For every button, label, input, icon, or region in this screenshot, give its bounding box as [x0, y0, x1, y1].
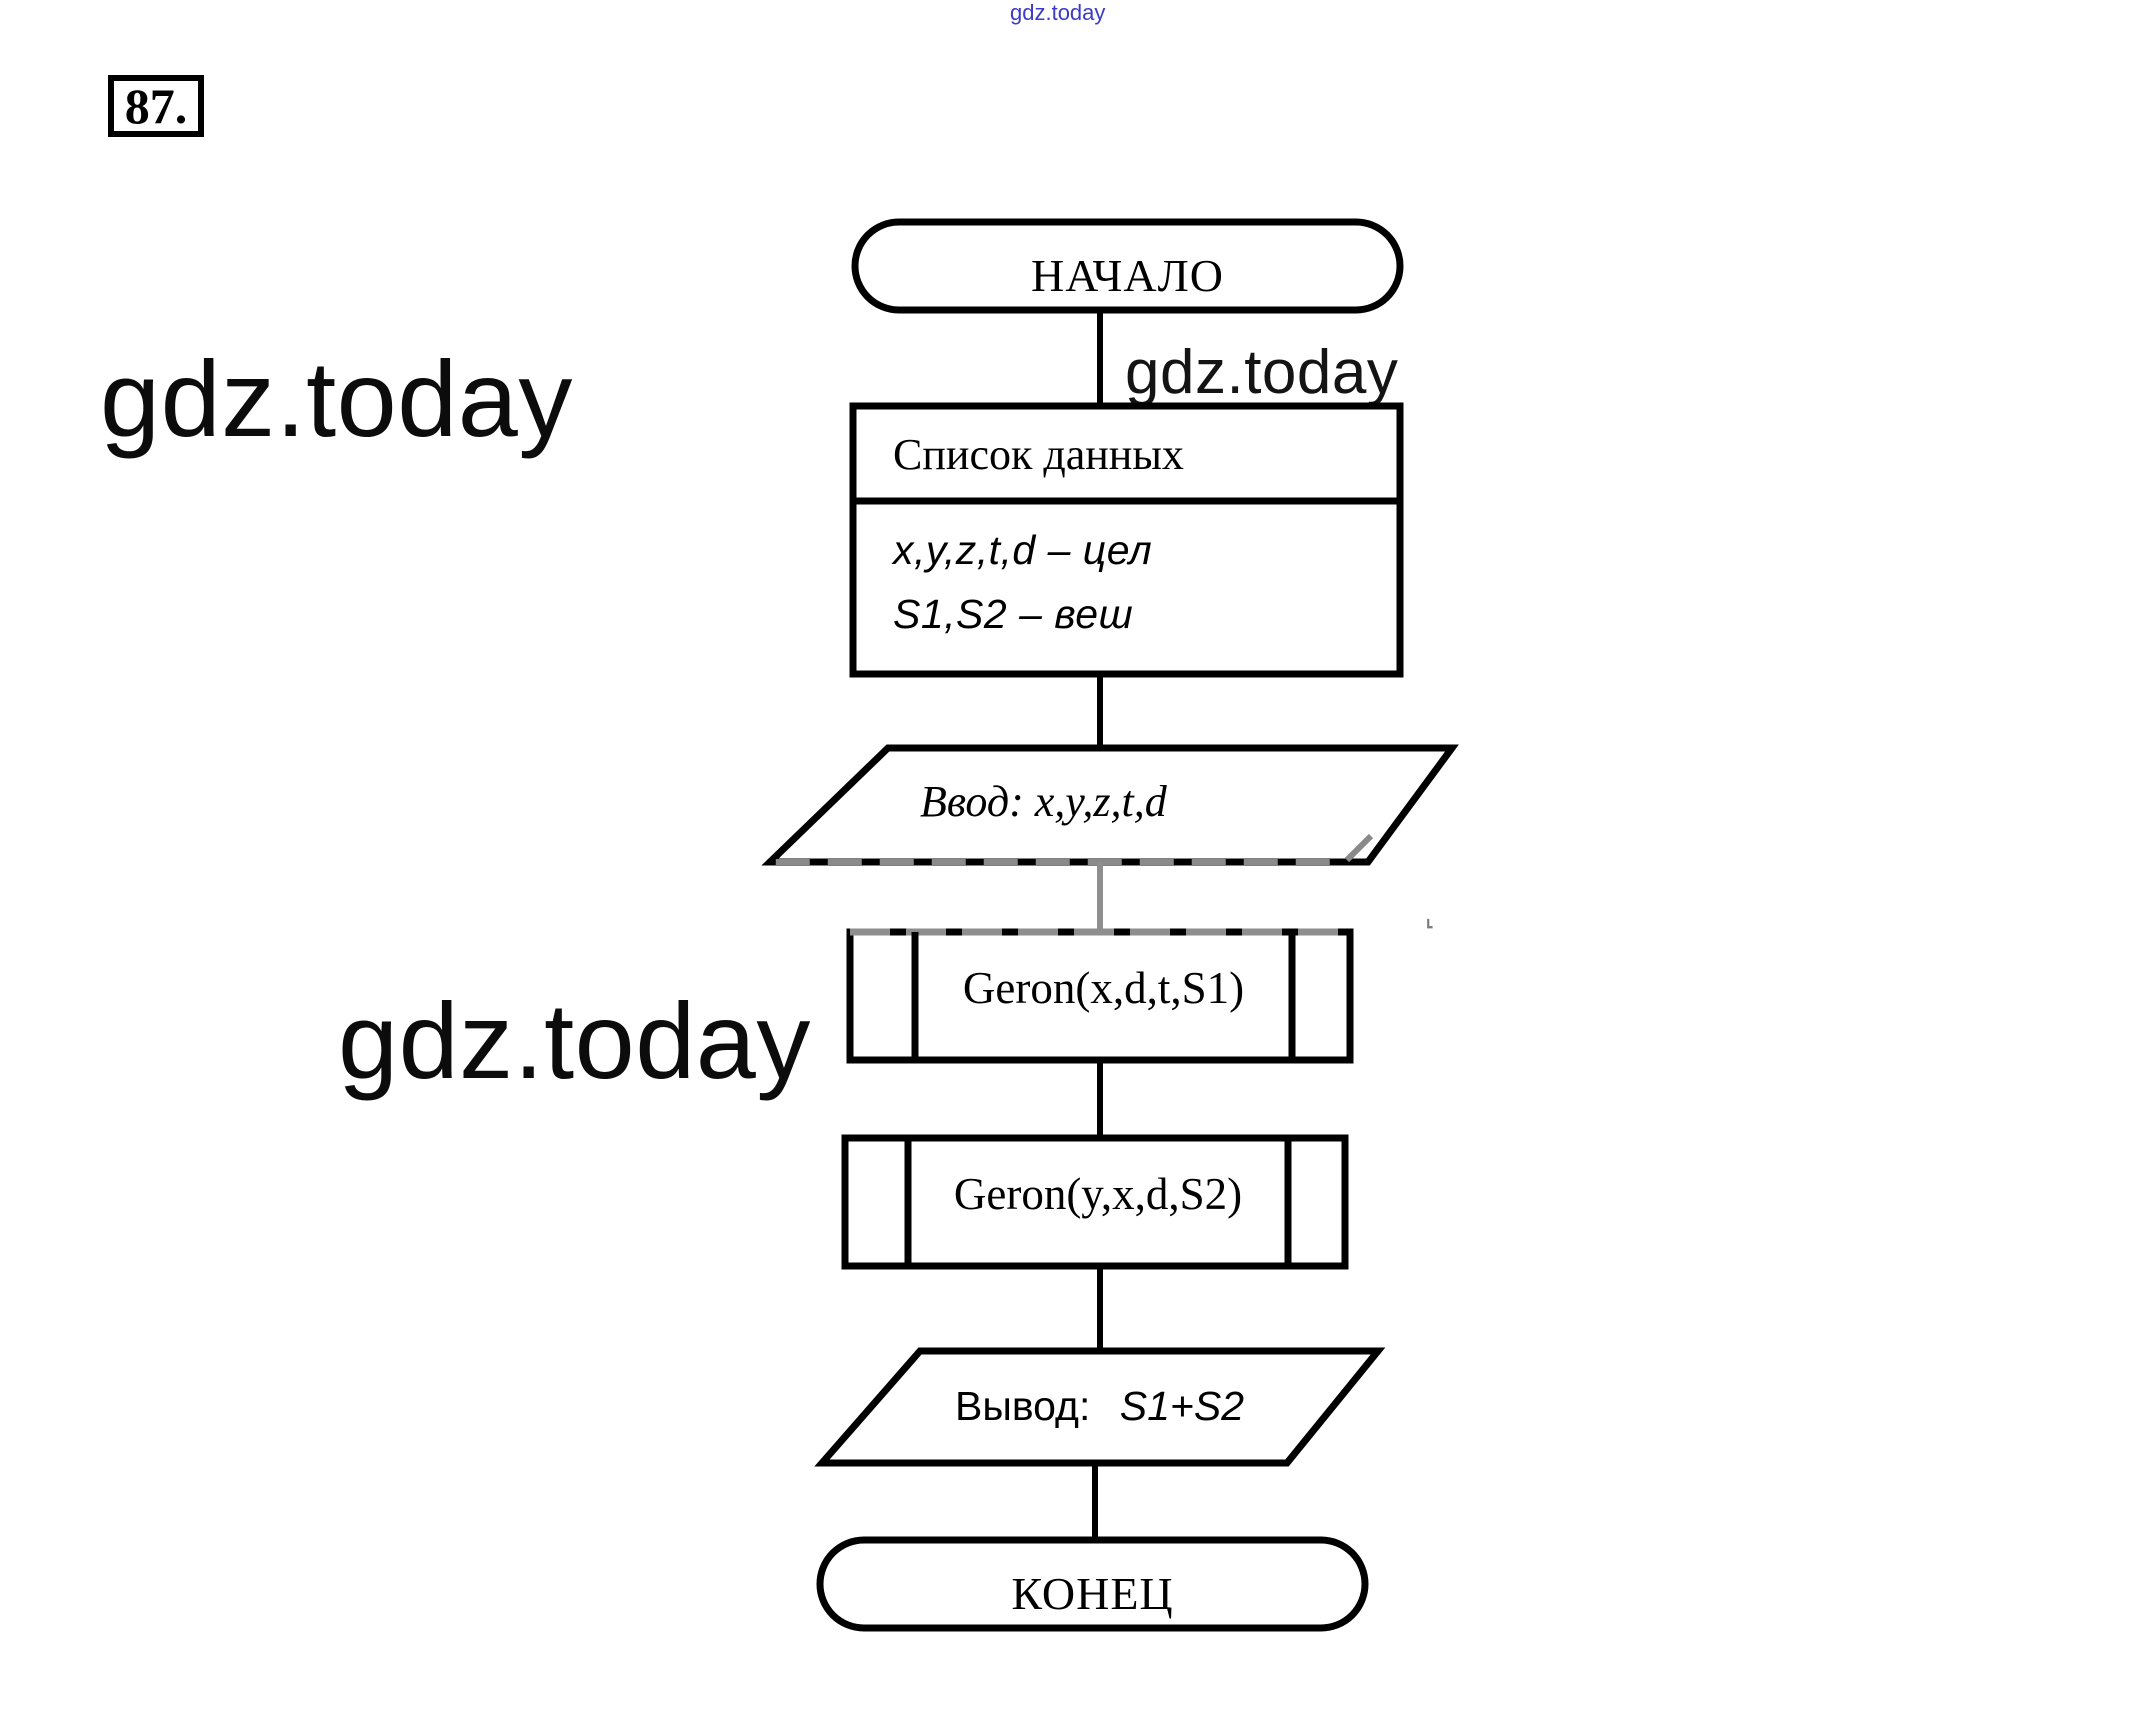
- scan-speck: ┗: [1424, 919, 1433, 935]
- node-call-2-shape: [841, 1134, 1349, 1270]
- watermark-middle-left: gdz.today: [338, 980, 811, 1101]
- node-output-label: Вывод: S1+S2: [955, 1386, 1244, 1427]
- watermark-mid: gdz.today: [1125, 338, 1399, 407]
- node-input-artifact-edge: [770, 833, 1374, 865]
- node-input-shape: [761, 744, 1459, 866]
- watermark-upper-left: gdz.today: [100, 338, 573, 459]
- node-data-list-line-1: x,y,z,t,d – цел: [893, 527, 1153, 573]
- node-output-label-value: S1+S2: [1119, 1383, 1245, 1429]
- node-start-label: НАЧАЛО: [1031, 250, 1224, 301]
- node-data-list-shape: [849, 402, 1404, 678]
- node-start-shape: [851, 218, 1404, 314]
- node-data-list-line-2: S1,S2 – веш: [893, 591, 1134, 637]
- node-call-2-label: Geron(y,x,d,S2): [953, 1169, 1243, 1219]
- task-number-box: 87.: [108, 75, 204, 137]
- node-data-list-header: Список данных: [893, 430, 1184, 479]
- node-input-label: Ввод: x,y,z,t,d: [920, 777, 1167, 826]
- node-call-1-shape: [846, 928, 1354, 1064]
- node-end-label: КОНЕЦ: [1011, 1568, 1174, 1619]
- node-output-label-static: Вывод:: [955, 1383, 1091, 1429]
- node-call-1-label: Geron(x,d,t,S1): [962, 963, 1245, 1013]
- node-end-shape: [816, 1536, 1369, 1632]
- node-output-shape: [814, 1347, 1386, 1467]
- watermark-top: gdz.today: [1010, 0, 1106, 25]
